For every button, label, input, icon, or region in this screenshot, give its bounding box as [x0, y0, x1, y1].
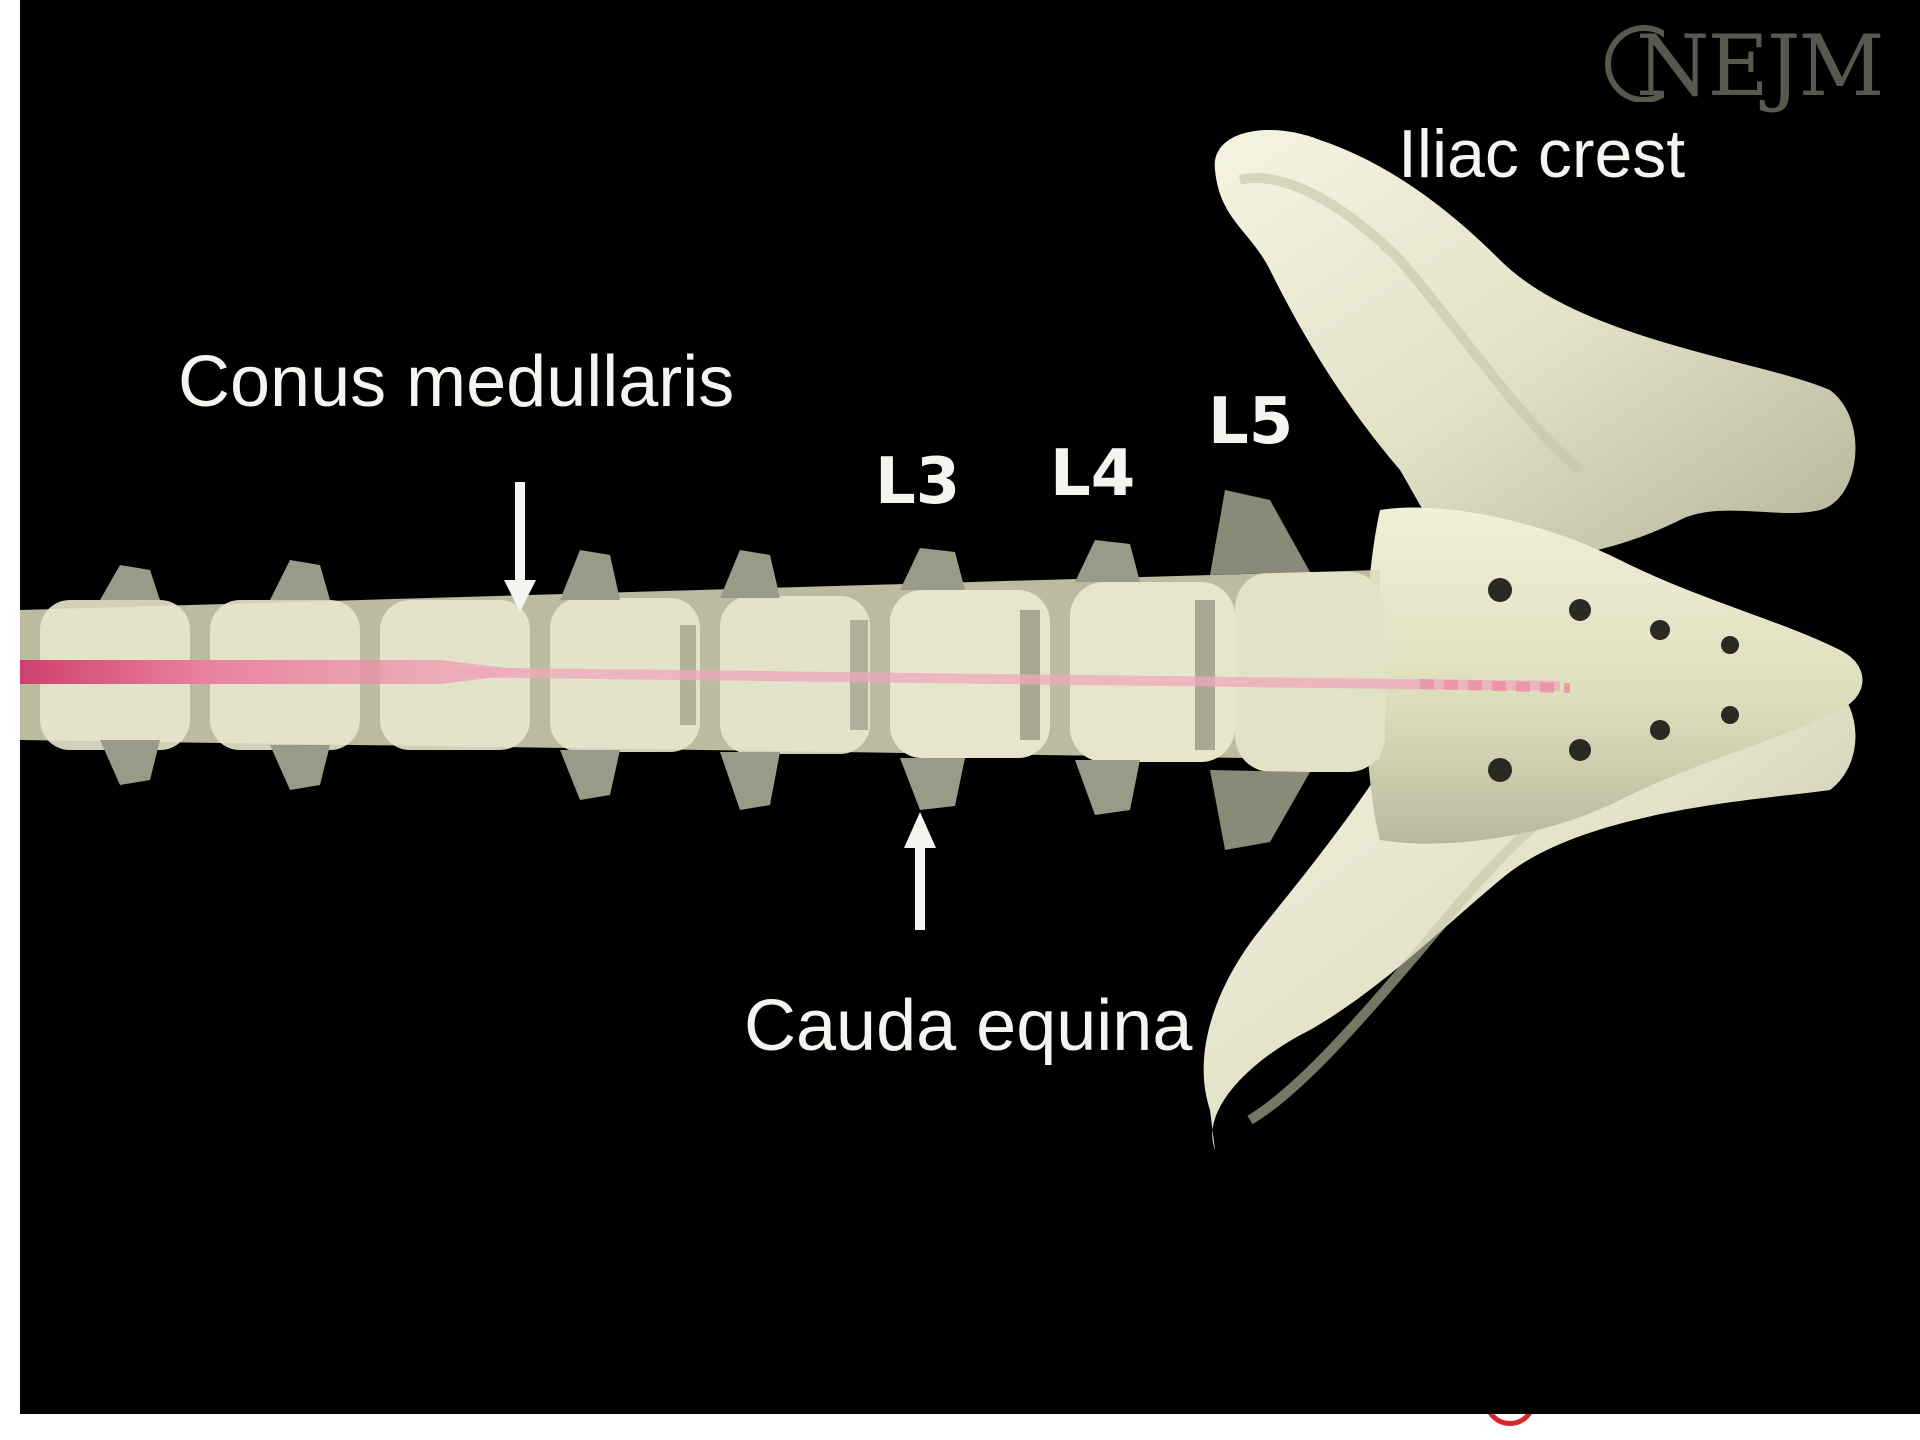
vertebra-label-l3: L3	[875, 450, 960, 514]
nejm-logo-text: NEJM	[1636, 24, 1883, 108]
video-frame: NEJM Iliac crest Conus medullaris Cauda …	[20, 0, 1920, 1414]
iliac-wing-upper	[1215, 130, 1856, 560]
red-circle-fragment	[1484, 1414, 1544, 1434]
cauda-arrow	[904, 812, 936, 930]
vertebra-label-l4: L4	[1050, 442, 1135, 506]
cauda-equina-label: Cauda equina	[744, 990, 1192, 1062]
vertebra-label-l5: L5	[1208, 390, 1293, 454]
iliac-crest-label: Iliac crest	[1398, 120, 1685, 188]
conus-medullaris-label: Conus medullaris	[178, 346, 734, 418]
nejm-logo: NEJM	[1604, 18, 1904, 110]
spine-pelvis-illustration	[20, 0, 1920, 1414]
conus-arrow	[504, 482, 536, 612]
